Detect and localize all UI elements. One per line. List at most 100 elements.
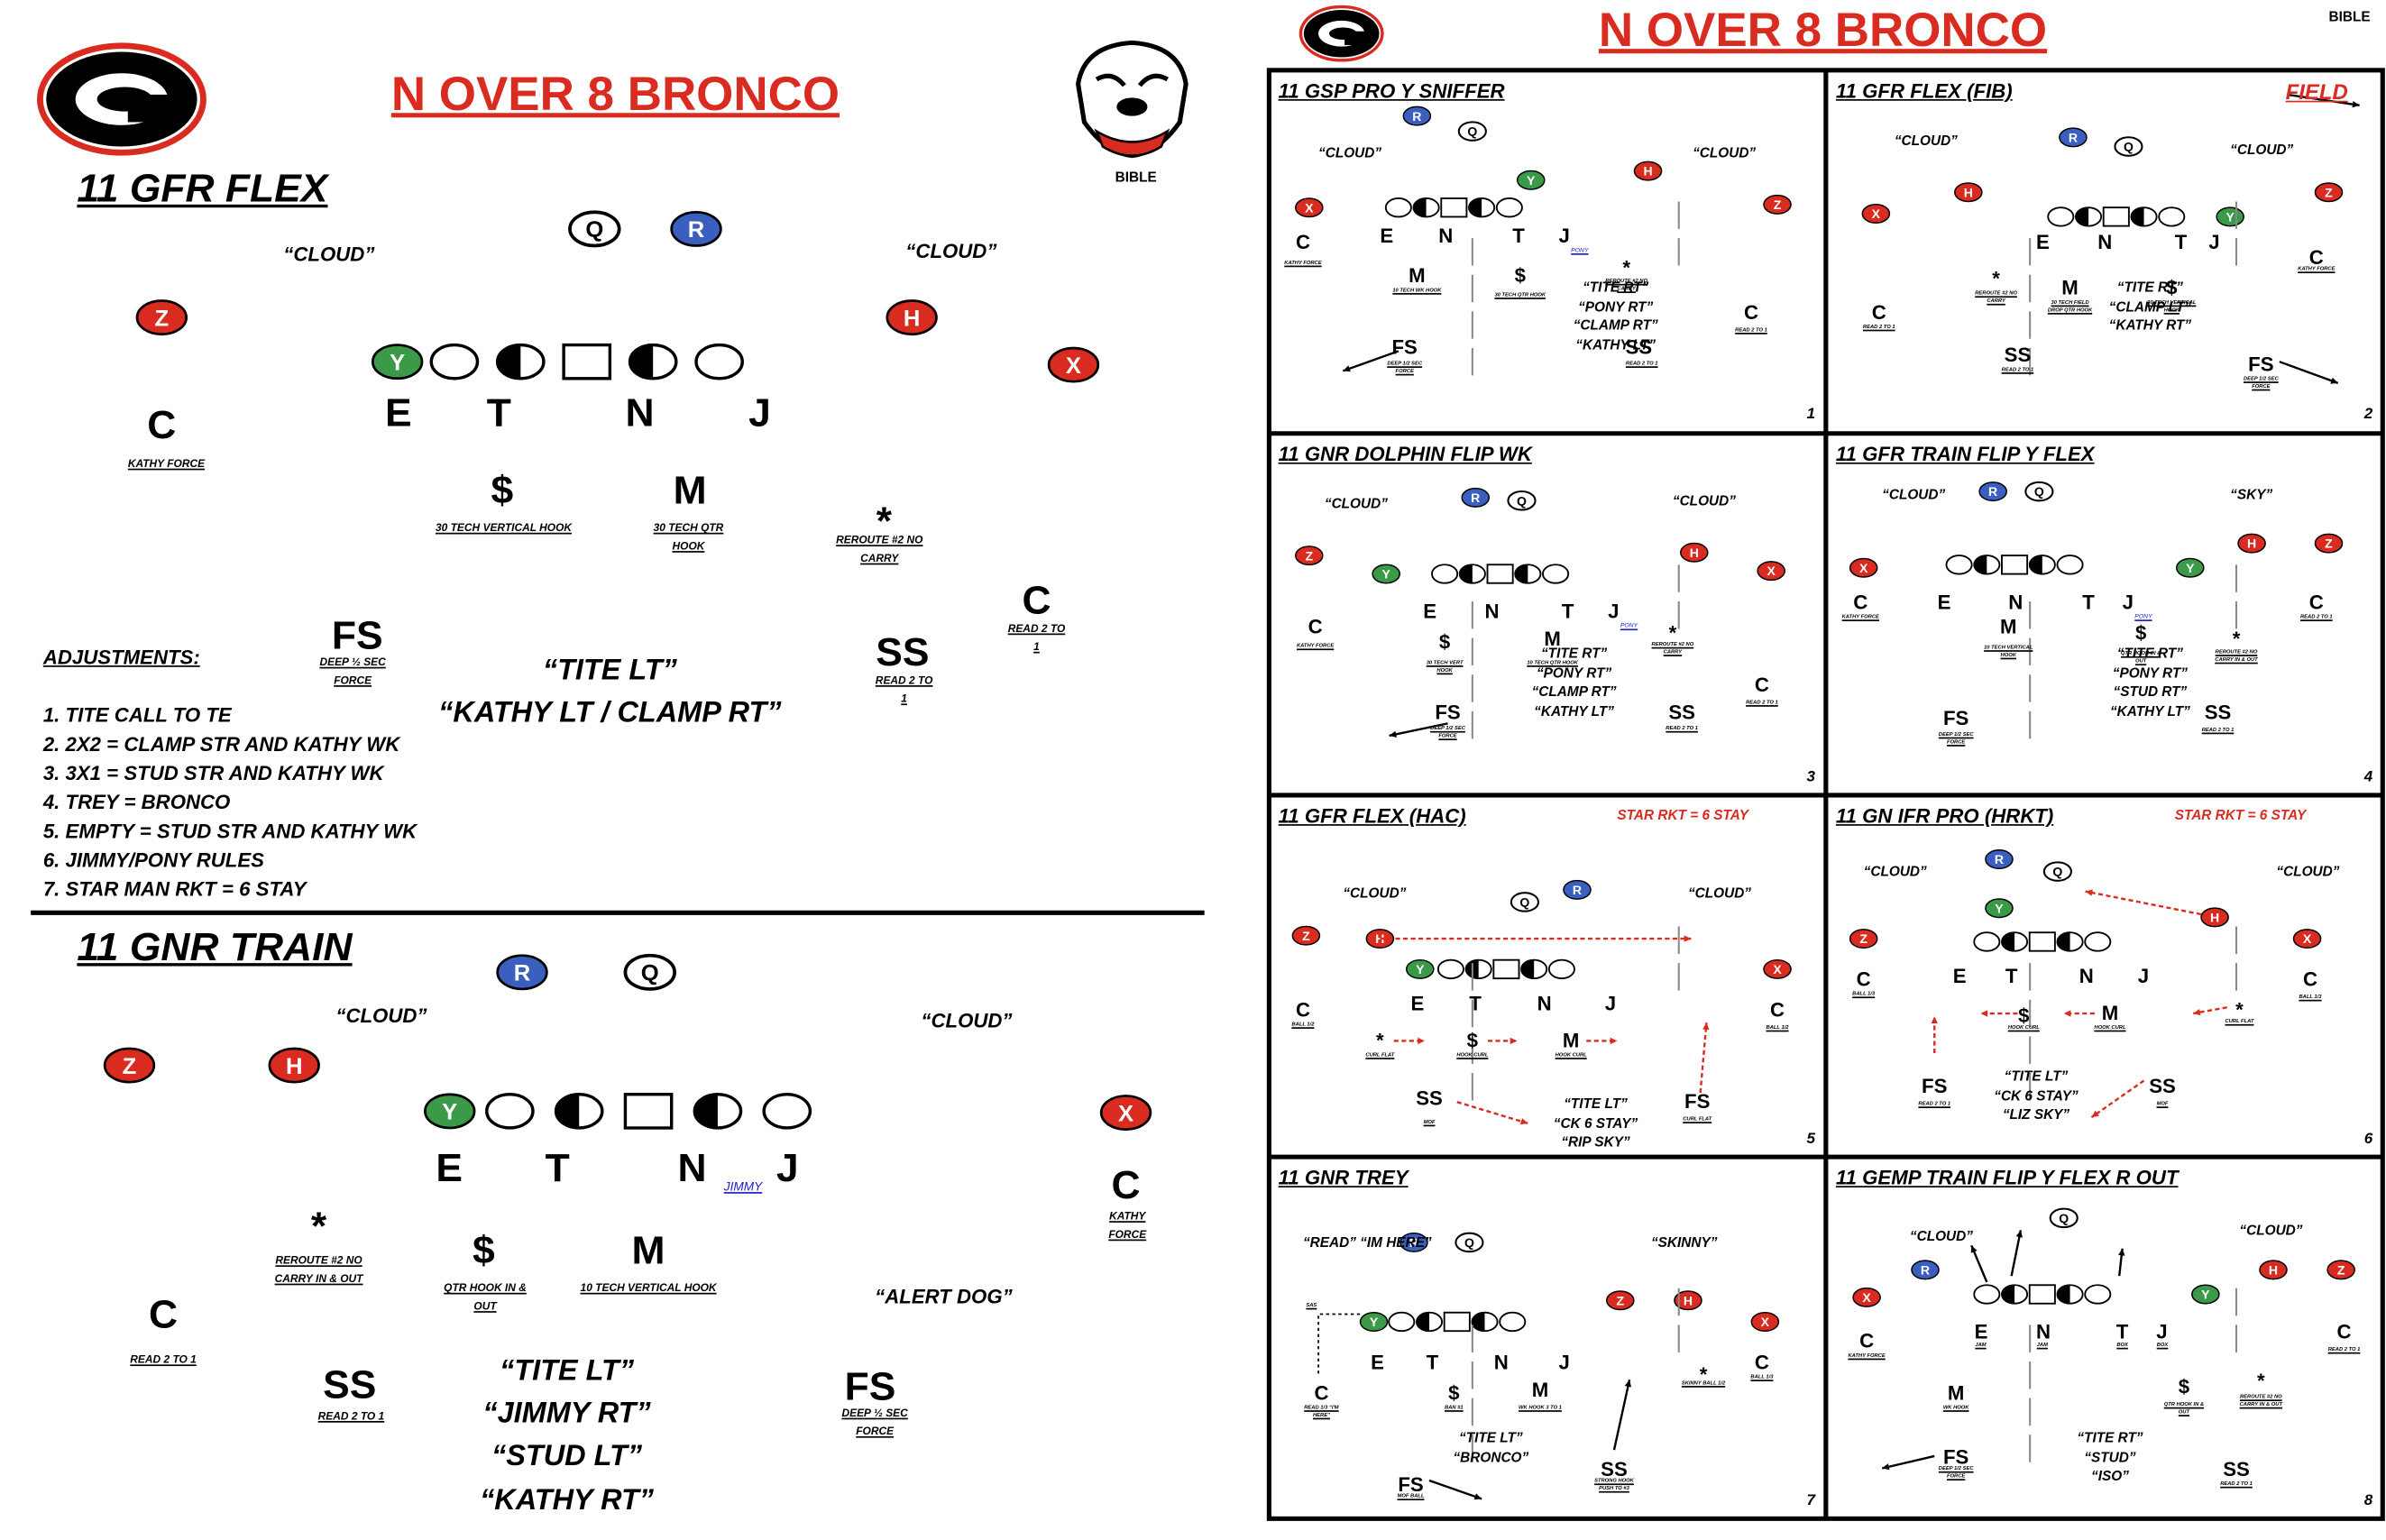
defender-3: * [2235, 998, 2244, 1022]
call-0: “TITE RT” [2116, 646, 2183, 661]
line-e: E [1410, 992, 1425, 1015]
player-label: R [514, 961, 531, 986]
assignment-note: HOOK CURL [2094, 1023, 2126, 1031]
assignment-note: HOOK CURL [1555, 1051, 1587, 1059]
alert-call: “ALERT DOG” [875, 1285, 1013, 1308]
player-x-marker [1047, 346, 1100, 383]
player-label: Q [2059, 1211, 2069, 1225]
player-z-marker [2326, 1260, 2355, 1280]
line-t: T [1512, 224, 1525, 248]
player-label: Z [1774, 197, 1782, 212]
star-rkt-flag: STAR RKT = 6 STAY [1617, 807, 1749, 823]
assignment-note: BALL 1/2 [1291, 1021, 1315, 1028]
defender-5: FS [1922, 1074, 1948, 1098]
card-title: 11 GNR DOLPHIN FLIP WK [1278, 442, 1532, 466]
arrow-head [2193, 1009, 2201, 1016]
player-label: Y [442, 1100, 457, 1125]
defender-5: FS [1942, 1445, 1969, 1469]
coverage-call: “KATHY LT / CLAMP RT” [438, 697, 782, 730]
player-r-marker [1402, 105, 1432, 126]
line-n: N [2079, 964, 2094, 988]
player-label: R [1412, 109, 1421, 124]
defender-2: $ [2178, 1375, 2190, 1398]
card-title: 11 GEMP TRAIN FLIP Y FLEX R OUT [1835, 1166, 2179, 1189]
player-label: R [1409, 1235, 1418, 1250]
qb-marker [568, 210, 621, 248]
assignment-note: KATHY FORCE [1848, 1352, 1886, 1359]
lineman-marker [1495, 197, 1523, 218]
assignment-note: REROUTE #2 NO CARRY IN & OUT [2215, 648, 2258, 663]
arrow-head [2085, 889, 2093, 896]
route-arrow [2287, 93, 2360, 106]
assignment-note: READ 2 TO 1 [1666, 725, 1698, 731]
player-r-marker [1563, 879, 1592, 900]
defender-c: C [149, 1291, 179, 1337]
player-x-marker [1750, 1311, 1780, 1332]
assignment-note: HOOK CURL [1456, 1051, 1489, 1059]
assignment-note: SKINNY BALL 1/2 [1681, 1380, 1726, 1387]
route-arrow [2090, 1079, 2145, 1119]
defender-1: M [1409, 263, 1426, 288]
defender-6: SS [2149, 1074, 2176, 1098]
player-label: R [1995, 852, 2004, 866]
cloud-label: “CLOUD” [1318, 144, 1382, 160]
assignment-note: DEEP ½ SEC FORCE [319, 657, 386, 687]
assignment-note: BALL 1/2 [1766, 1023, 1789, 1031]
defender-0: C [1314, 1380, 1329, 1405]
call-1: “PONY RT” [1578, 298, 1654, 314]
arrow-head [2352, 101, 2360, 108]
call-2: “RIP SKY” [1561, 1133, 1630, 1150]
bible-label: BIBLE [1115, 169, 1157, 185]
center-marker [2028, 931, 2056, 952]
line-t: T [486, 389, 511, 435]
defender-0: C [1853, 591, 1868, 614]
arrow-head [1418, 1037, 1425, 1045]
shade-marker [2057, 932, 2070, 951]
route-arrow [2010, 1230, 2023, 1277]
line-e: E [1974, 1320, 1988, 1343]
call-2: “JIMMY RT” [482, 1398, 651, 1431]
player-label: X [1066, 353, 1081, 379]
adjustments-title: ADJUSTMENTS: [42, 646, 200, 669]
defender-6: FS [1398, 1472, 1424, 1496]
shade-marker [2075, 207, 2089, 226]
call-0: “TITE RT” [2077, 1430, 2143, 1446]
defender-4: C [2302, 967, 2318, 991]
player-z-marker [103, 1047, 156, 1084]
jimmy-tag: JIMMY [723, 1179, 763, 1194]
defender-0: C [1295, 998, 1310, 1022]
player-label: R [1921, 1263, 1930, 1278]
defender-ss: SS [876, 628, 930, 675]
line-e: E [1423, 600, 1437, 623]
sas-tag: SAS [1306, 1301, 1317, 1308]
qb-marker [1457, 121, 1487, 142]
georgia-g-logo-small-bar [1344, 31, 1366, 45]
defender-6: SS [1625, 335, 1653, 359]
shade-marker [1515, 564, 1528, 583]
player-label: H [904, 307, 921, 332]
route-arrow [1428, 1479, 1482, 1500]
defender-3: * [1622, 256, 1630, 280]
defender-2: $ [1514, 263, 1526, 288]
defender-2: M [2101, 1001, 2119, 1024]
player-x-marker [1849, 557, 1878, 578]
assignment-note: MOF [2156, 1100, 2169, 1107]
shade-marker [1413, 197, 1427, 217]
center-marker [623, 1093, 674, 1130]
center-marker [1486, 564, 1514, 584]
assignment-note: MOF BALL [1397, 1492, 1425, 1499]
assignment-note: 30 TECH VERTICAL HOOK [435, 523, 573, 535]
assignment-note: READ 2 TO 1 [1862, 323, 1895, 330]
center-marker [1440, 197, 1468, 218]
player-label: X [1862, 1290, 1871, 1305]
lineman-marker [1436, 958, 1464, 980]
cloud-label: “CLOUD” [921, 1008, 1013, 1032]
assignment-note: REROUTE #2 NO CARRY IN & OUT [2239, 1393, 2283, 1407]
page-title: N OVER 8 BRONCO [390, 67, 840, 121]
player-label: Y [1370, 1315, 1379, 1329]
defender-6: SS [2223, 1457, 2250, 1481]
player-r-marker [1985, 849, 2014, 870]
